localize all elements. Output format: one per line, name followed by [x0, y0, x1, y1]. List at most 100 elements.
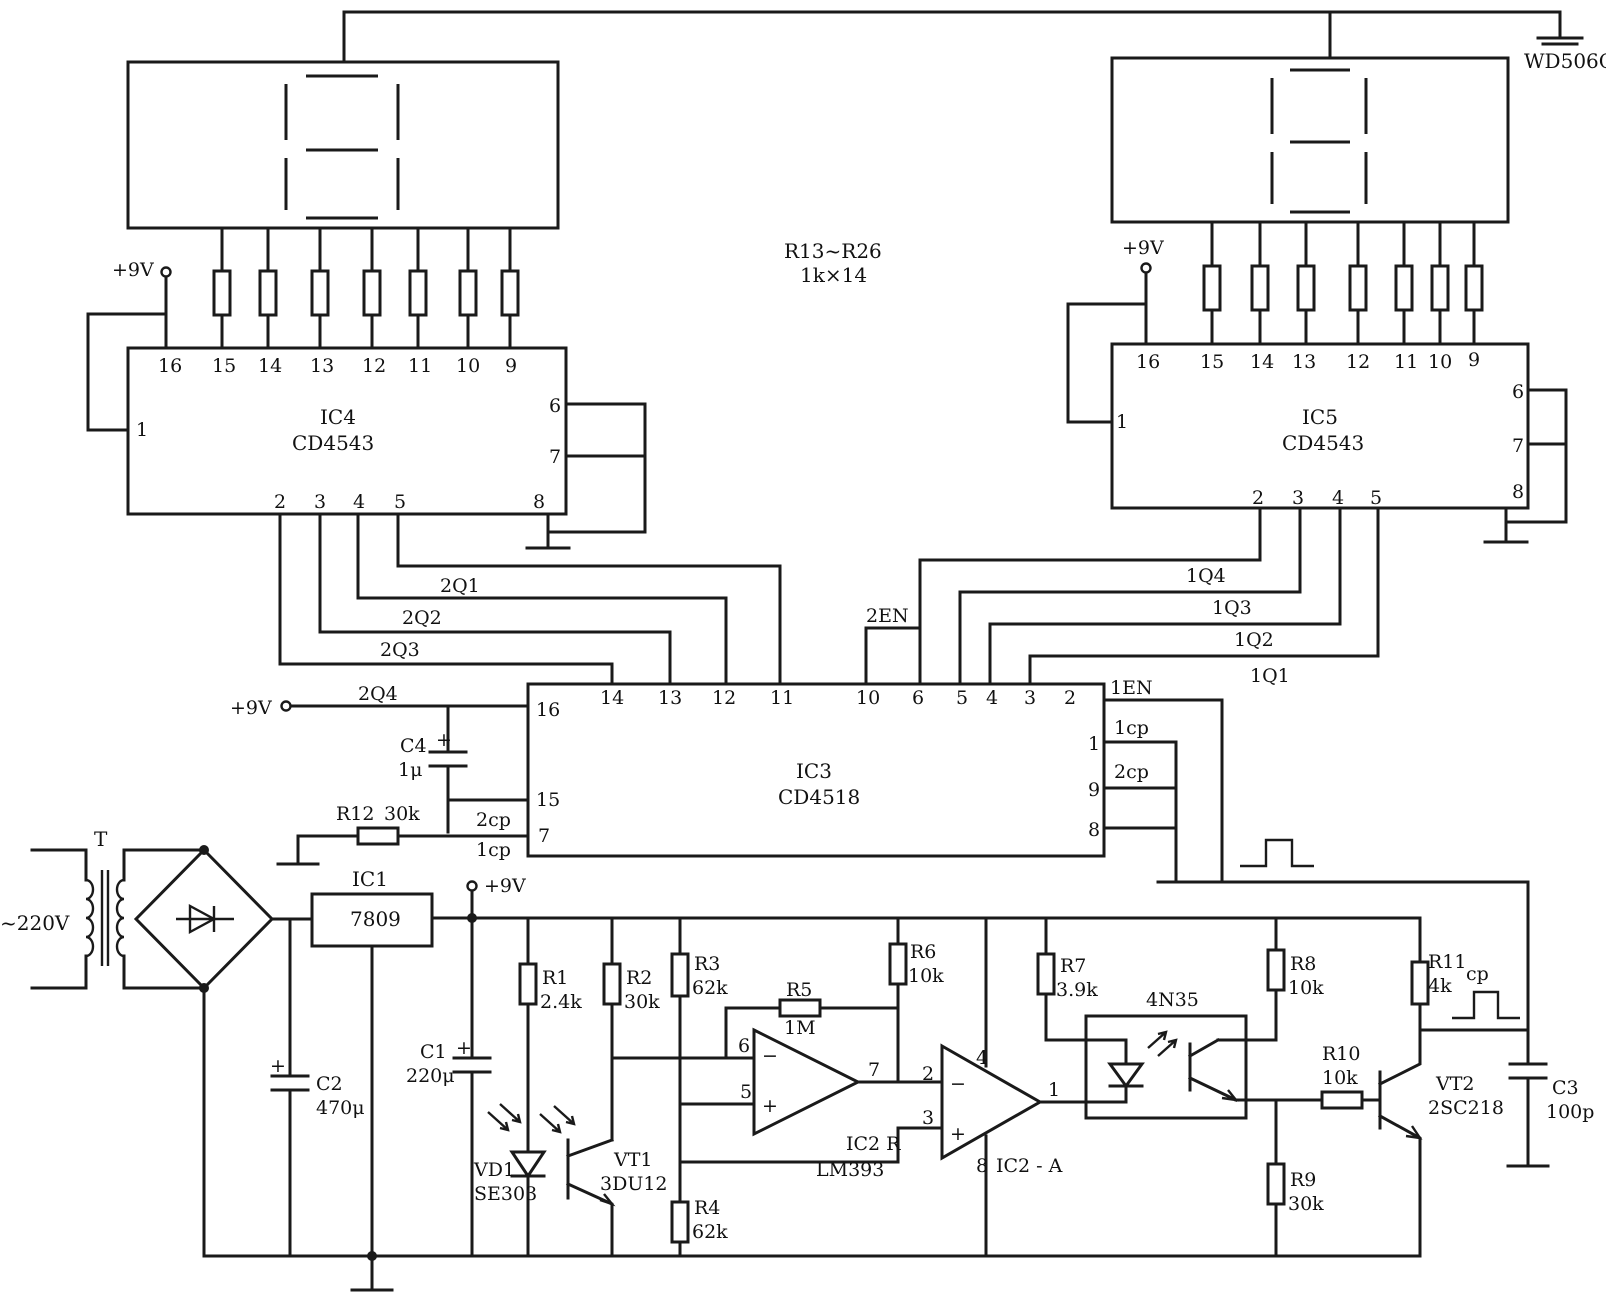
vt1-ref: VT1 [613, 1149, 652, 1171]
ic3-vcc-label: +9V [230, 697, 272, 719]
divider-r3-r4 [670, 916, 944, 1258]
r2-value: 30k [624, 991, 660, 1013]
net-1q4: 1Q4 [1186, 565, 1226, 587]
ic4-pin-10: 10 [456, 355, 480, 377]
ic5-pin-1: 1 [1116, 411, 1128, 433]
ic2a-pin-4: 4 [976, 1047, 988, 1069]
regulator-ic1 [310, 892, 1422, 1292]
r12-value: 30k [384, 803, 420, 825]
ic2r-plus: + [762, 1095, 778, 1117]
ic4-pin-7: 7 [549, 446, 561, 468]
c2-value: 470μ [316, 1097, 365, 1119]
ic4-pin-15: 15 [212, 355, 236, 377]
ic3-part: CD4518 [778, 785, 860, 809]
left-seven-segment-display [126, 60, 560, 230]
ic5-pin-10: 10 [1428, 351, 1452, 373]
c1-ref: C1 [420, 1041, 447, 1063]
ic3-2cp-left: 2cp [476, 809, 511, 831]
r7-ref: R7 [1060, 955, 1086, 977]
r10-value: 10k [1322, 1067, 1358, 1089]
left-segment-resistors [212, 226, 520, 350]
ic3-pin-11: 11 [770, 687, 794, 709]
ic5-pin-15: 15 [1200, 351, 1224, 373]
ic3-pin-12: 12 [712, 687, 736, 709]
ic3-right-connections [1102, 698, 1530, 1066]
ic4-pin-6: 6 [549, 395, 561, 417]
ic2r-ref: IC2 R [846, 1133, 901, 1155]
ic3-pin-8: 8 [1088, 819, 1100, 841]
right-segment-resistors [1202, 220, 1484, 346]
ic5-chip [1066, 262, 1568, 544]
right-seven-segment-display [1110, 56, 1510, 224]
resistor-array-name: R13~R26 [784, 239, 882, 263]
bridge-rectifier [133, 845, 1422, 1258]
ic4-pin-13: 13 [310, 355, 334, 377]
ic4-pin-3: 3 [314, 491, 326, 513]
ic4-pin-1: 1 [136, 419, 148, 441]
ic3-pin-9: 9 [1088, 779, 1100, 801]
ic4-pin-14: 14 [258, 355, 282, 377]
display-model-label: WD506C [1524, 49, 1606, 73]
ic5-pin-5: 5 [1370, 487, 1382, 509]
r4-value: 62k [692, 1221, 728, 1243]
capacitor-c2 [270, 917, 310, 1258]
r11-ref: R11 [1428, 951, 1466, 973]
opamp-ic2r [724, 916, 944, 1137]
ic2a-ref: IC2 - A [996, 1155, 1063, 1177]
bus-ic5-to-ic3 [864, 506, 1380, 686]
ic2a-pin-8: 8 [976, 1155, 988, 1177]
ic4-pin-11: 11 [408, 355, 432, 377]
c3-value: 100p [1546, 1101, 1594, 1123]
r6-ref: R6 [910, 941, 936, 963]
vt2-ref: VT2 [1435, 1073, 1474, 1095]
r10-ref: R10 [1322, 1043, 1360, 1065]
vt1-part: 3DU12 [600, 1173, 668, 1195]
ic3-pin-7: 7 [538, 825, 550, 847]
ic2r-pin-6: 6 [738, 1035, 750, 1057]
r3-value: 62k [692, 977, 728, 999]
ic3-pin-1: 1 [1088, 733, 1100, 755]
net-1q1: 1Q1 [1250, 665, 1290, 687]
r9-value: 30k [1288, 1193, 1324, 1215]
ic3-left-connections [276, 700, 530, 866]
transformer-ref: T [94, 827, 108, 851]
ic3-pin-2: 2 [1064, 687, 1076, 709]
ic4-vcc-label: +9V [112, 259, 154, 281]
r12-ref: R12 [336, 803, 374, 825]
ic4-chip [86, 266, 647, 550]
ic5-vcc-label: +9V [1122, 237, 1164, 259]
ic3-ref: IC3 [796, 759, 832, 783]
ic5-pin-6: 6 [1512, 381, 1524, 403]
net-2cp: 2cp [1114, 761, 1149, 783]
ic3-pin-3: 3 [1024, 687, 1036, 709]
r8-value: 10k [1288, 977, 1324, 999]
c2-plus: + [270, 1055, 286, 1077]
c4-plus: + [436, 729, 452, 751]
c4-value: 1μ [398, 759, 422, 781]
ic4-pin-12: 12 [362, 355, 386, 377]
ic2r-pin-5: 5 [740, 1081, 752, 1103]
capacitor-c1 [452, 880, 492, 1258]
capacitor-c3 [1506, 1062, 1550, 1168]
net-2q3: 2Q3 [380, 639, 420, 661]
cp-pulse-label: cp [1466, 963, 1489, 985]
ic1-part: 7809 [350, 907, 401, 931]
net-2q4: 2Q4 [358, 683, 398, 705]
r11-value: 4k [1428, 975, 1452, 997]
net-2en: 2EN [866, 605, 909, 627]
ic5-ref: IC5 [1302, 405, 1338, 429]
ic5-part: CD4543 [1282, 431, 1364, 455]
ic4-pin-16: 16 [158, 355, 182, 377]
r4-ref: R4 [694, 1197, 720, 1219]
transformer [30, 848, 206, 990]
c1-plus: + [456, 1037, 472, 1059]
display-common-bus [342, 10, 1584, 64]
ic3-pin-5: 5 [956, 687, 968, 709]
ic4-pin-9: 9 [505, 355, 517, 377]
ic5-pin-4: 4 [1332, 487, 1344, 509]
ic1-ref: IC1 [352, 867, 388, 891]
c4-ref: C4 [400, 735, 427, 757]
ic5-pin-16: 16 [1136, 351, 1160, 373]
r5-ref: R5 [786, 979, 812, 1001]
